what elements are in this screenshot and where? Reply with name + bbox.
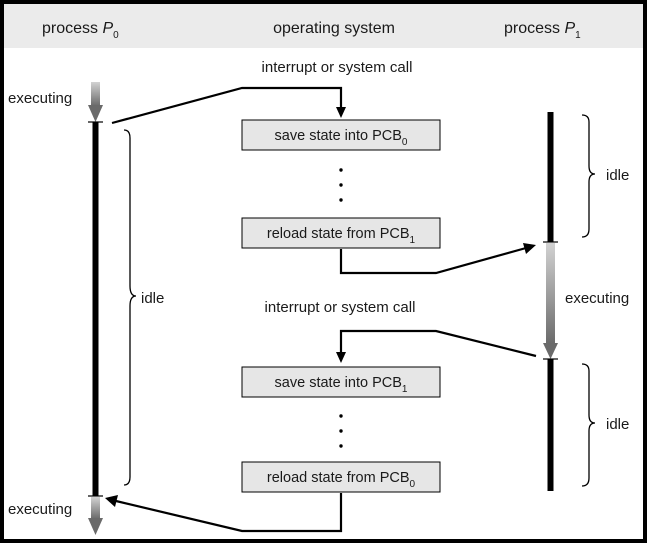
box-reload-state-pcb1-text: reload state from PCB1 [267,226,416,246]
p1-idle-bar-top [547,112,554,242]
p0-executing-bar-bottom [91,497,100,519]
p0-idle-brace [123,129,137,486]
header-process-p1: process P1 [504,20,581,41]
arrow-os-to-p1-head [523,243,536,254]
p1-idle-label-bottom: idle [606,416,629,433]
p1-idle-brace-top [581,114,596,238]
p0-executing-label-bottom: executing [8,501,72,518]
arrow-p0-to-os-top [111,86,343,125]
box-save-state-pcb1 [241,366,441,398]
interrupt-label-mid: interrupt or system call [265,299,416,316]
p1-executing-bar [546,243,555,344]
arrow-p1-to-os-head [336,352,346,363]
ellipsis-dot [339,168,343,172]
p0-executing-arrowhead-bottom [88,518,103,535]
arrow-p0-to-os-top-head [336,107,346,118]
interrupt-label-top: interrupt or system call [262,59,413,76]
box-save-state-pcb1-text: save state into PCB1 [275,375,408,395]
arrow-p1-to-os [339,329,537,358]
p0-executing-arrowhead-top [88,105,103,122]
p0-executing-label-top: executing [8,90,72,107]
p1-executing-arrowhead [543,343,558,359]
box-reload-state-pcb1 [241,217,441,249]
box-save-state-pcb0-text: save state into PCB0 [275,128,408,148]
box-save-state-pcb0 [241,119,441,151]
arrow-os-to-p0-bottom-head [105,495,118,507]
p1-idle-label-top: idle [606,167,629,184]
ellipsis-dot [339,183,343,187]
box-reload-state-pcb0 [241,461,441,493]
ellipsis-dot [339,414,343,418]
context-switch-diagram: process P0 operating system process P1 e… [4,4,643,535]
arrow-os-to-p1 [339,246,527,275]
header-process-p0: process P0 [42,20,119,41]
arrow-os-to-p0-bottom [115,493,343,533]
header-band [4,4,643,48]
ellipsis-dot [339,429,343,433]
p0-idle-label: idle [141,290,164,307]
p1-executing-label: executing [565,290,629,307]
header-operating-system: operating system [273,20,395,37]
p0-executing-bar-top [91,82,100,106]
p0-idle-bar [92,122,99,496]
p1-idle-bar-bottom [547,359,554,491]
ellipsis-dot [339,444,343,448]
p1-idle-brace-bottom [581,363,596,487]
box-reload-state-pcb0-text: reload state from PCB0 [267,470,416,490]
ellipsis-dot [339,198,343,202]
diagram-frame: process P0 operating system process P1 e… [4,4,643,539]
